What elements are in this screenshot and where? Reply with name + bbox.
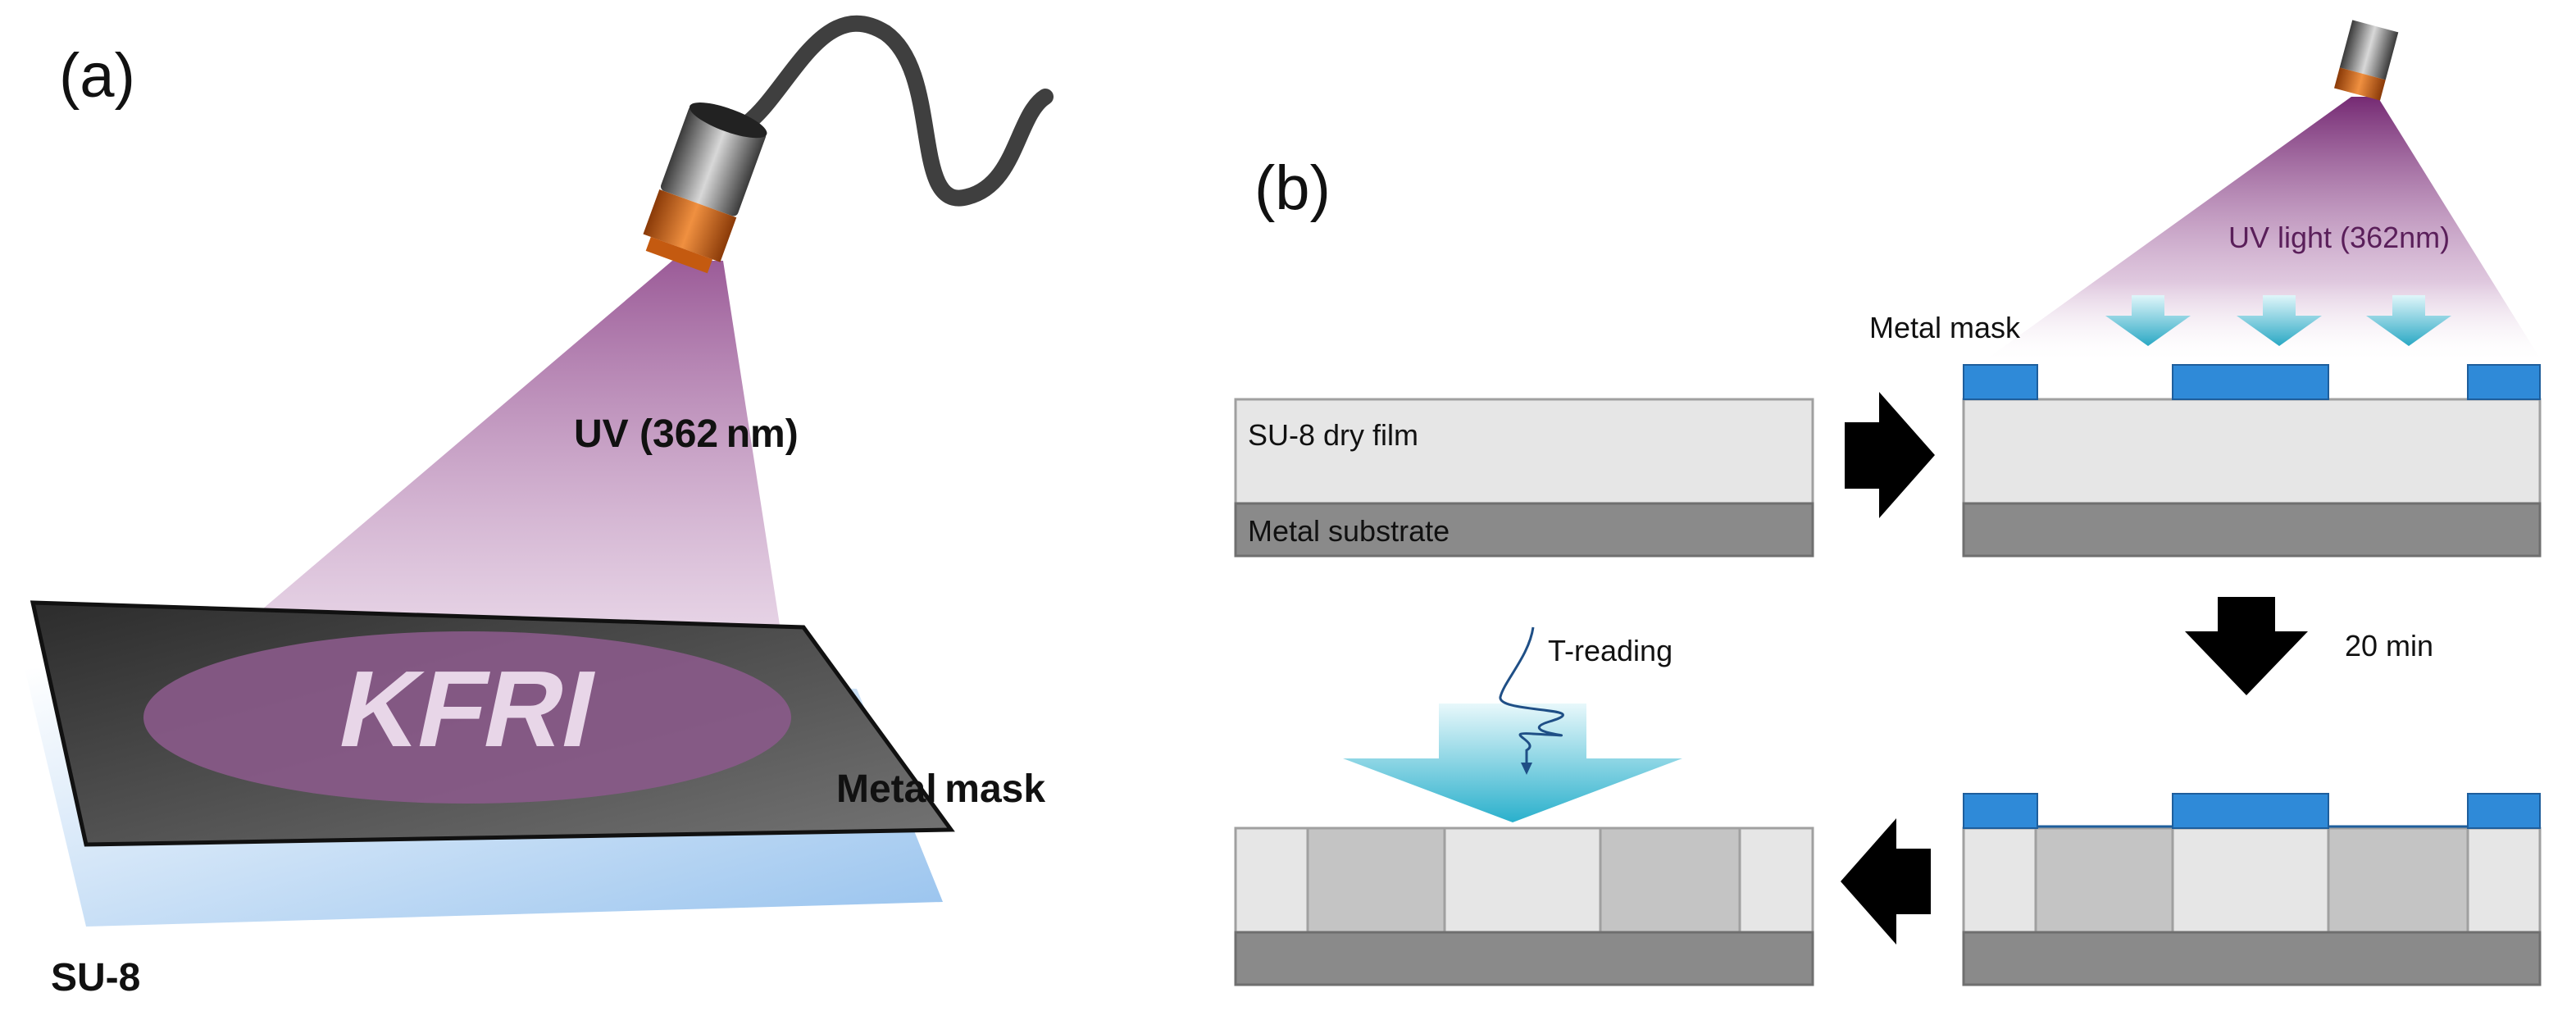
signal-wave-icon xyxy=(1499,626,1564,767)
step4-reading: T-reading xyxy=(1234,626,1814,986)
uv-lamp-icon xyxy=(643,102,767,274)
step3-developed xyxy=(1962,793,2542,986)
step1-stack: SU-8 dry film Metal substrate xyxy=(1234,398,1814,558)
uv-label-a: UV (362 nm) xyxy=(574,412,799,456)
t-reading-label: T-reading xyxy=(1548,634,1673,667)
mask-segment xyxy=(1963,793,2038,829)
light-down-arrow-icon xyxy=(2237,295,2322,346)
su8-label-a: SU-8 xyxy=(51,956,140,1000)
metal-mask-label-b: Metal mask xyxy=(1869,311,2021,344)
uv-beam-a xyxy=(246,261,787,672)
panel-a-label: (a) xyxy=(59,41,135,111)
substrate-layer-3 xyxy=(1962,931,2542,986)
mask-segment xyxy=(2467,793,2541,829)
mask-segment xyxy=(2467,364,2541,400)
uv-beam-b xyxy=(1984,97,2542,361)
uv-light-label-b: UV light (362nm) xyxy=(2228,221,2450,254)
light-down-arrow-icon xyxy=(2366,295,2451,346)
substrate-layer-4 xyxy=(1234,931,1814,986)
exposed-region xyxy=(2034,826,2174,934)
metal-substrate-label: Metal substrate xyxy=(1248,514,1450,548)
su8-dry-film-label: SU-8 dry film xyxy=(1248,418,1418,452)
time-label: 20 min xyxy=(2345,629,2433,663)
exposed-region xyxy=(1599,826,1741,934)
process-arrow-left xyxy=(1841,818,1931,945)
panel-b-label: (b) xyxy=(1254,153,1331,223)
mask-segment xyxy=(2172,793,2329,829)
mask-kfri-text: KFRI xyxy=(330,649,608,769)
mask-segment xyxy=(1963,364,2038,400)
metal-substrate-layer xyxy=(1234,502,1814,558)
reading-arrow xyxy=(1343,704,1682,822)
film-layer-2 xyxy=(1962,398,2542,505)
mask-segment xyxy=(2172,364,2329,400)
metal-mask-label-a: Metal mask xyxy=(836,767,1045,811)
su8-dry-film-layer xyxy=(1234,398,1814,505)
process-arrow-right xyxy=(1845,392,1935,518)
light-down-arrow-icon xyxy=(2105,295,2191,346)
signal-arrowhead xyxy=(1521,763,1532,775)
exposed-region xyxy=(1306,826,1446,934)
uv-lamp-b-icon xyxy=(2334,20,2399,101)
process-arrow-down xyxy=(2185,597,2308,695)
exposed-region xyxy=(2327,826,2469,934)
substrate-layer-2 xyxy=(1962,502,2542,558)
panel-a: (a) KFRI UV (362 nm) Metal mask SU-8 xyxy=(25,15,1054,1000)
lamp-cable xyxy=(734,15,1054,207)
mask-ellipse xyxy=(143,631,791,804)
panel-b: (b) SU-8 dry film Metal substrate U xyxy=(1234,20,2542,986)
step2-exposure: UV light (362nm) Metal mask xyxy=(1869,20,2542,558)
